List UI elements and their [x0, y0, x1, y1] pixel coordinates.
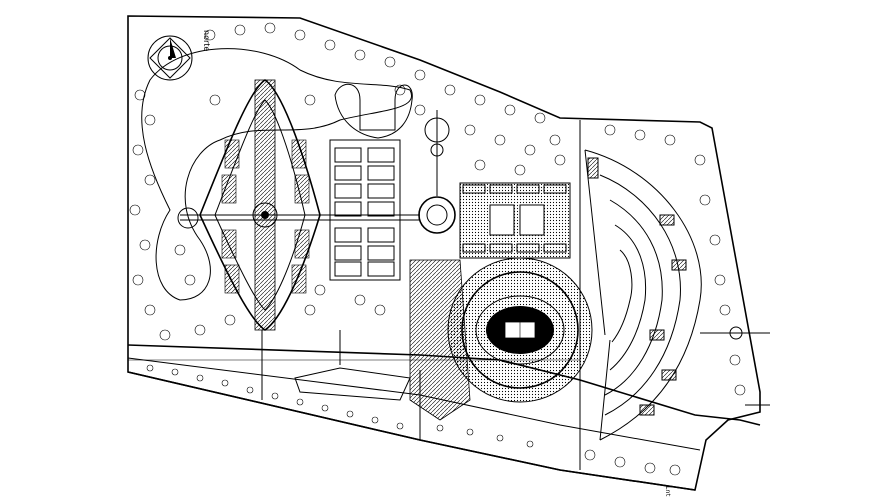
stadium-forecourt [409, 259, 471, 421]
central-pavilion [199, 79, 321, 331]
north-entrance [334, 83, 413, 139]
perimeter-road [127, 330, 761, 491]
roundabout [418, 196, 456, 234]
sports-courts [329, 139, 401, 281]
south-parking [294, 367, 411, 401]
north-label: norte [202, 30, 211, 51]
garden-lake [141, 48, 413, 301]
landscape-trees [129, 22, 746, 476]
street-trees [146, 364, 534, 448]
north-arrow [147, 35, 193, 81]
east-buildings [459, 182, 571, 259]
pavilion-wings [221, 139, 310, 294]
road-label: Lnt [664, 486, 671, 497]
stadium [447, 257, 593, 403]
parking-lot [584, 149, 702, 441]
west-plaza [177, 207, 199, 229]
